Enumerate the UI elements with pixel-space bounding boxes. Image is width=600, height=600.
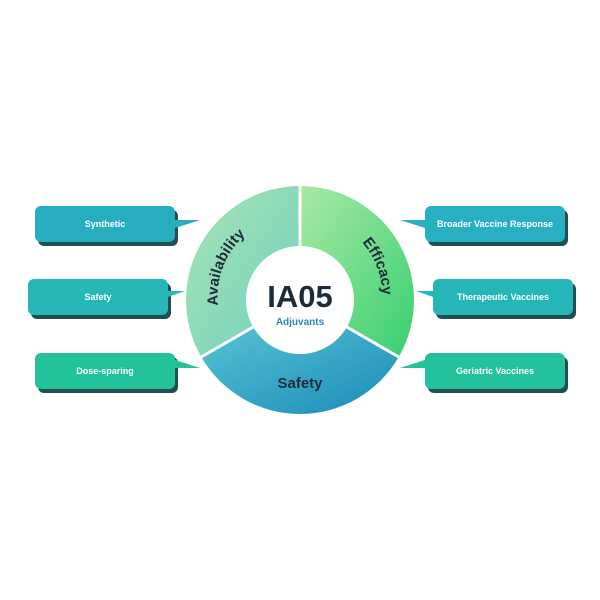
center-subtitle: Adjuvants [276, 317, 325, 328]
callout-face: Therapeutic Vaccines [433, 279, 573, 315]
callout-safety: Safety [28, 279, 185, 319]
divider-left [200, 325, 254, 359]
callout-face: Geriatric Vaccines [425, 353, 565, 389]
callout-label: Broader Vaccine Response [436, 219, 554, 229]
callout-label: Synthetic [84, 219, 126, 229]
segment-safety [201, 327, 399, 414]
callout-pointer [172, 359, 200, 368]
callout-face: Dose-sparing [35, 353, 175, 389]
segment-availability [186, 186, 300, 357]
callout-pointer [400, 220, 428, 229]
center-title: IA05 [267, 279, 332, 314]
callout-pointer [172, 220, 200, 229]
callout-face: Synthetic [35, 206, 175, 242]
callout-label: Safety [84, 292, 112, 302]
center-circle [247, 247, 353, 353]
callout-pointer [165, 291, 185, 298]
callout-label: Therapeutic Vaccines [456, 292, 550, 302]
callout-geriatric-vaccines: Geriatric Vaccines [400, 353, 568, 393]
callout-label: Dose-sparing [76, 366, 134, 376]
segment-efficacy [300, 186, 414, 357]
callout-broader-vaccine-response: Broader Vaccine Response [400, 206, 568, 246]
callout-dose-sparing: Dose-sparing [35, 353, 200, 393]
callout-pointer [400, 359, 428, 368]
callout-face: Safety [28, 279, 168, 315]
label-safety: Safety [277, 375, 323, 392]
callout-face: Broader Vaccine Response [425, 206, 565, 242]
divider-right [346, 325, 400, 359]
callout-synthetic: Synthetic [35, 206, 200, 246]
callout-label: Geriatric Vaccines [455, 366, 535, 376]
callout-therapeutic-vaccines: Therapeutic Vaccines [416, 279, 576, 319]
callout-pointer [416, 291, 436, 298]
